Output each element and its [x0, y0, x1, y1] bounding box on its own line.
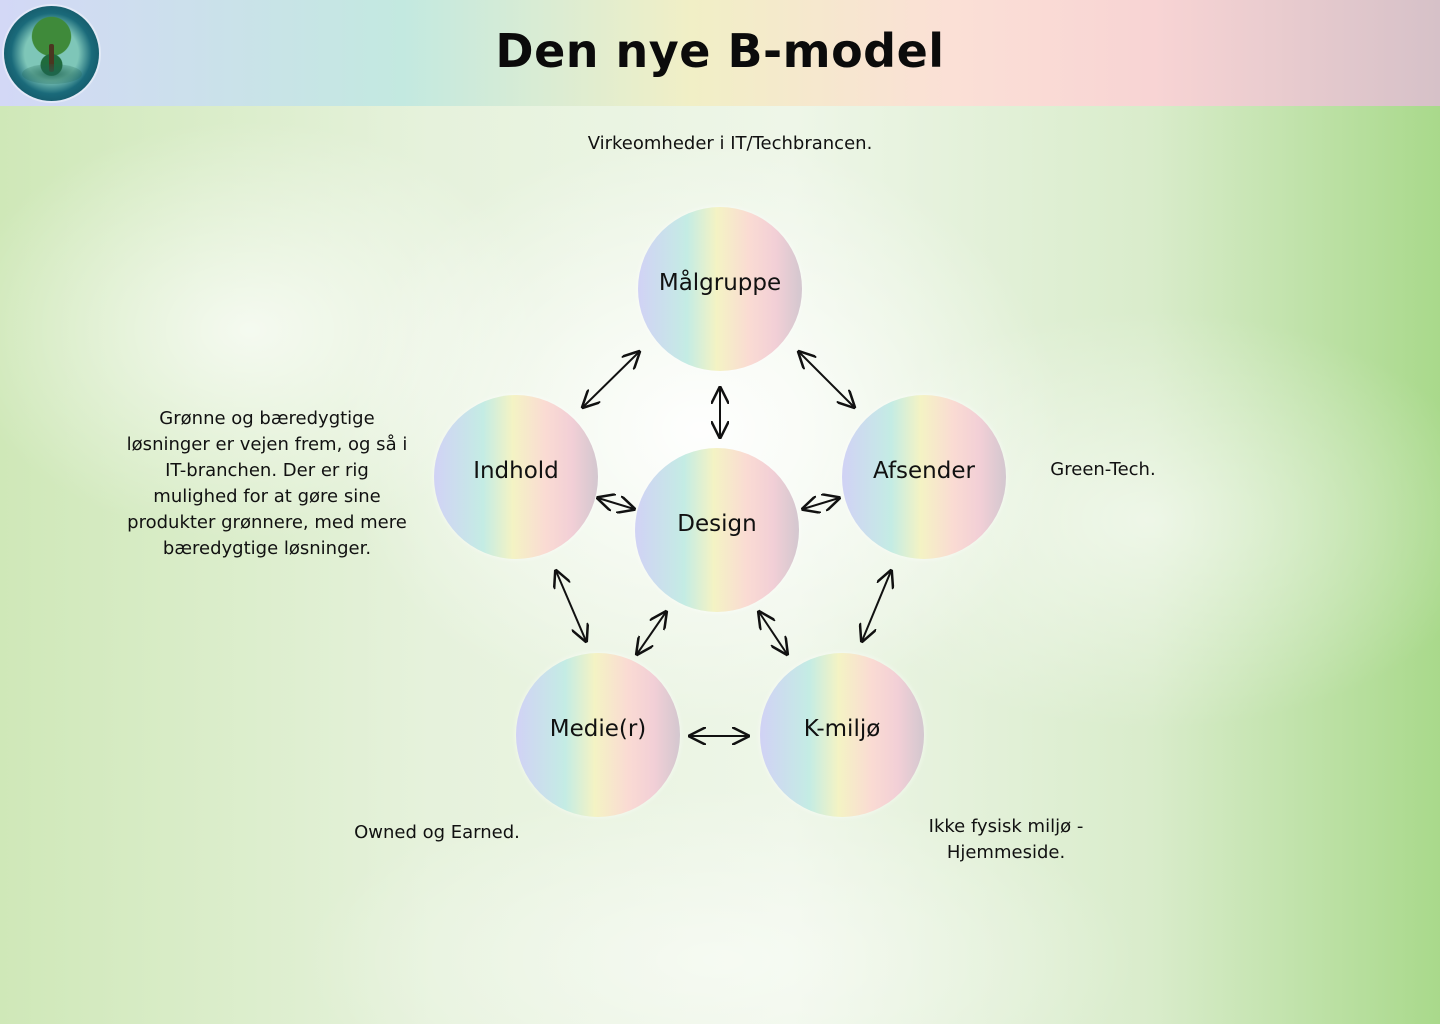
note-bottom-left: Owned og Earned. [354, 822, 520, 843]
arrow-indhold-medier [556, 571, 586, 641]
note-bottom-right: Ikke fysisk miljø - Hjemmeside. [928, 816, 1084, 863]
node-label: Design [677, 511, 757, 537]
node-label: Indhold [473, 458, 559, 484]
node-afsender: Afsender [842, 395, 1006, 559]
arrow-design-k-miljo [759, 612, 787, 654]
arrow-design-medier [637, 612, 666, 654]
node-medier: Medie(r) [516, 653, 680, 817]
node-label: K-miljø [803, 716, 881, 742]
node-indhold: Indhold [434, 395, 598, 559]
node-label: Medie(r) [549, 716, 647, 742]
arrow-afsender-k-miljo [862, 571, 891, 641]
note-top: Virkeomheder i IT/Techbrancen. [587, 133, 873, 154]
node-label: Målgruppe [658, 270, 782, 296]
tree-of-life-logo-icon [4, 6, 99, 101]
note-left: Grønne og bæredygtige løsninger er vejen… [126, 408, 408, 559]
arrow-design-afsender [803, 498, 839, 509]
node-k-miljo: K-miljø [760, 653, 924, 817]
header-bar: Den nye B-model [0, 0, 1440, 106]
page-title: Den nye B-model [495, 24, 945, 78]
arrow-malgruppe-indhold [583, 352, 639, 407]
note-right: Green-Tech. [1050, 459, 1156, 480]
node-design: Design [635, 448, 799, 612]
node-label: Afsender [873, 458, 975, 484]
arrow-indhold-design [598, 498, 634, 509]
node-malgruppe: Målgruppe [638, 207, 802, 371]
arrow-malgruppe-afsender [799, 352, 854, 407]
